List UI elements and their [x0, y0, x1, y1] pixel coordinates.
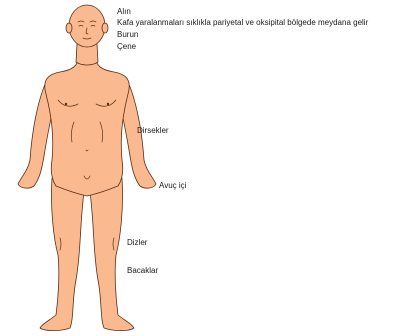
label-head-injuries: Kafa yaralanmaları sıklıkla pariyetal ve…	[117, 18, 368, 28]
label-knees: Dizler	[127, 238, 147, 248]
right-nipple	[107, 103, 109, 105]
label-nose: Burun	[117, 30, 138, 40]
right-ear	[102, 23, 108, 33]
label-elbows: Dirsekler	[137, 126, 169, 136]
label-chin: Çene	[117, 42, 136, 52]
head	[69, 5, 105, 47]
right-leg	[90, 178, 134, 331]
left-leg	[40, 178, 84, 331]
label-legs: Bacaklar	[127, 266, 158, 276]
torso	[45, 58, 129, 196]
left-nipple	[65, 103, 67, 105]
left-ear	[66, 23, 72, 33]
label-palms: Avuç içi	[159, 181, 186, 191]
label-forehead: Alın	[117, 7, 131, 17]
